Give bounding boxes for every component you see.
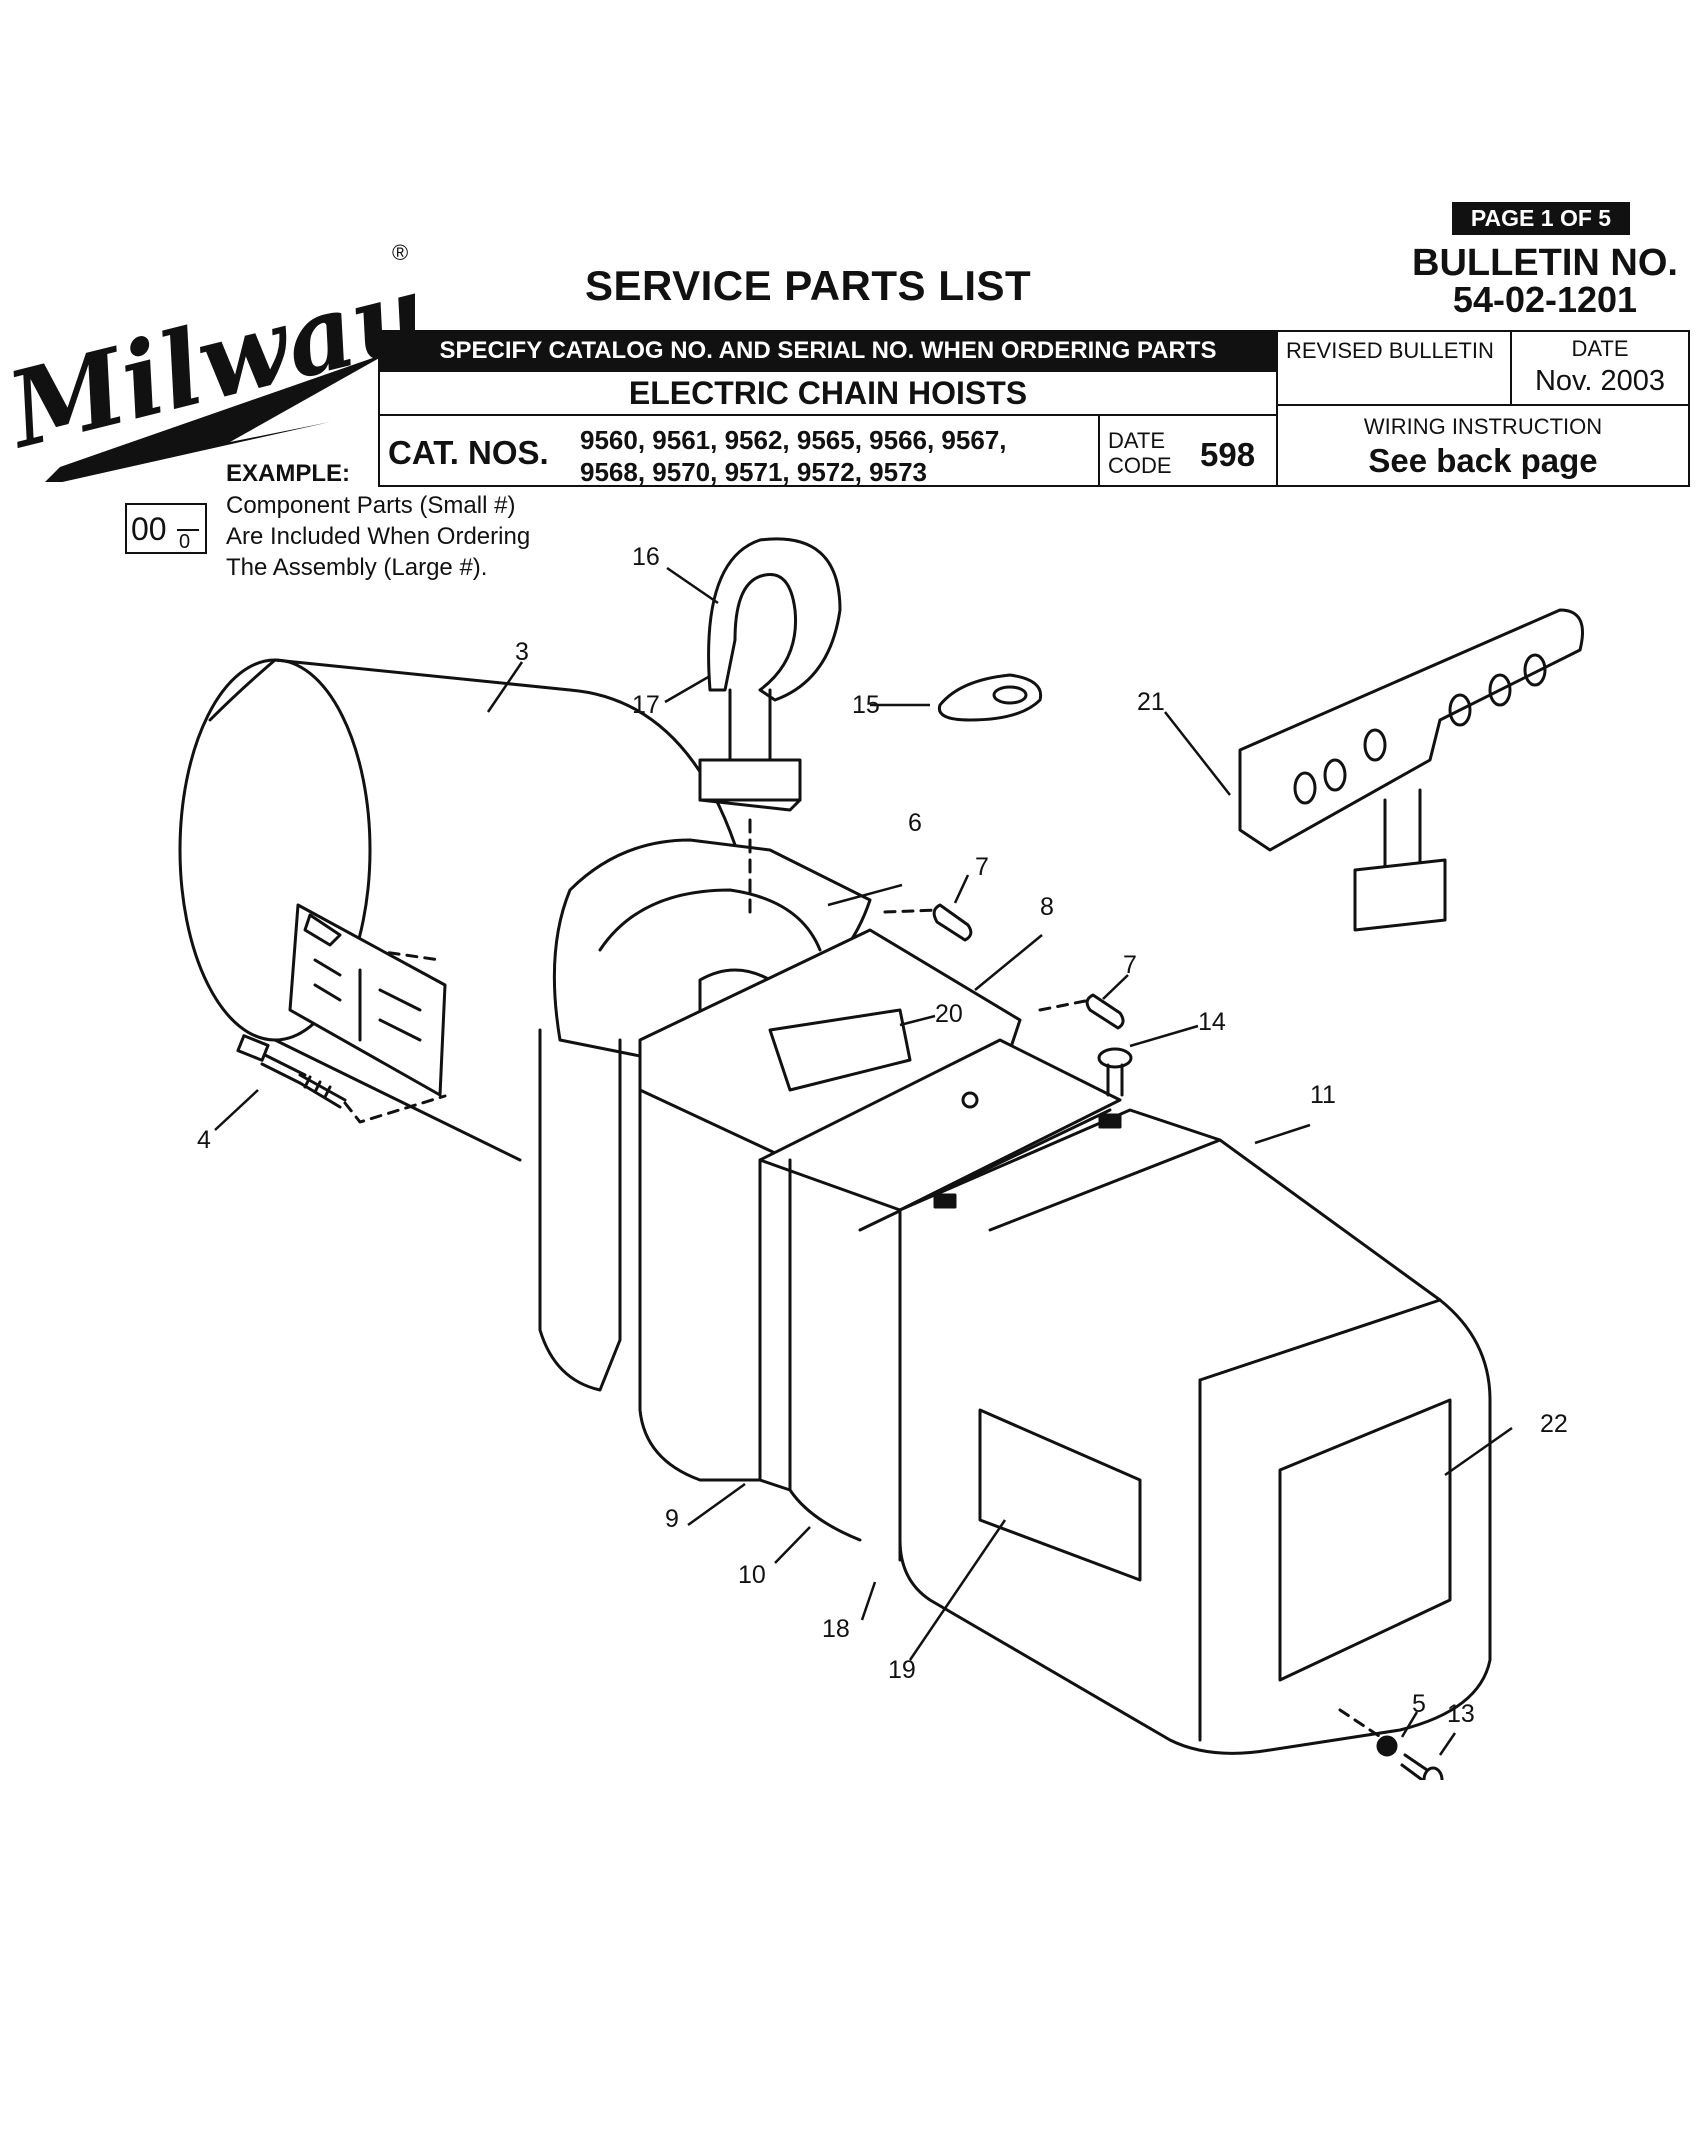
part-label-8: 8 — [1040, 893, 1054, 921]
example-line1: Component Parts (Small #) — [226, 492, 516, 519]
example-line2: Are Included When Ordering — [226, 523, 531, 550]
motor-housing — [178, 658, 742, 1162]
header-table: SPECIFY CATALOG NO. AND SERIAL NO. WHEN … — [378, 330, 1690, 487]
trolley-bar — [1238, 608, 1584, 932]
date-code-label: DATE CODE — [1108, 428, 1172, 478]
example-small-number: 0 — [179, 531, 191, 553]
date-code-label-2: CODE — [1108, 453, 1172, 478]
pins — [883, 903, 1125, 1030]
registered-mark: ® — [392, 240, 408, 265]
date-label: DATE — [1571, 336, 1629, 361]
bolt — [236, 1034, 447, 1124]
example-line3: The Assembly (Large #). — [226, 554, 488, 581]
wiring-cell: WIRING INSTRUCTION See back page — [1276, 404, 1690, 487]
plug — [961, 1091, 979, 1109]
revised-label: REVISED BULLETIN — [1286, 338, 1494, 363]
example-text: Component Parts (Small #) Are Included W… — [226, 490, 530, 583]
date-code-value: 598 — [1200, 436, 1256, 473]
cover-screws — [1338, 1708, 1444, 1780]
milwaukee-logo: Milwaukee ® — [0, 232, 415, 482]
date-cell: DATE Nov. 2003 — [1510, 330, 1690, 406]
part-label-17: 17 — [632, 691, 660, 719]
part-label-18: 18 — [822, 1615, 850, 1643]
example-label: EXAMPLE: — [226, 460, 351, 487]
washer — [937, 673, 1043, 722]
wiring-label: WIRING INSTRUCTION — [1363, 414, 1603, 439]
part-label-7b: 7 — [1123, 951, 1137, 979]
date-value: Nov. 2003 — [1534, 365, 1666, 397]
part-label-5: 5 — [1412, 1690, 1426, 1718]
page-badge: PAGE 1 OF 5 — [1452, 202, 1630, 235]
example-divider — [177, 529, 199, 531]
bulletin-number: 54-02-1201 — [1452, 279, 1638, 320]
part-label-14: 14 — [1198, 1008, 1226, 1036]
specify-note: SPECIFY CATALOG NO. AND SERIAL NO. WHEN … — [378, 330, 1278, 372]
product-name: ELECTRIC CHAIN HOISTS — [378, 370, 1278, 416]
part-label-9: 9 — [665, 1505, 679, 1533]
hook-assembly — [698, 537, 842, 922]
bulletin-label: BULLETIN NO. — [1412, 242, 1678, 284]
cat-nums-line1: 9560, 9561, 9562, 9565, 9566, 9567, — [580, 425, 1007, 455]
cat-label: CAT. NOS. — [388, 434, 549, 471]
part-label-6: 6 — [908, 809, 922, 837]
example-big-number: 00 — [131, 511, 167, 547]
example-box: 00 0 — [125, 503, 207, 554]
part-label-21: 21 — [1137, 688, 1165, 716]
catalog-numbers: 9560, 9561, 9562, 9565, 9566, 9567, 9568… — [580, 424, 1007, 488]
catalog-row: CAT. NOS. 9560, 9561, 9562, 9565, 9566, … — [378, 414, 1278, 487]
date-code-label-1: DATE — [1108, 428, 1166, 453]
screw-14 — [1097, 1047, 1133, 1097]
exploded-parts-diagram: 3 4 5 6 7 7 8 9 10 11 13 14 15 16 17 18 … — [178, 537, 1584, 1780]
part-label-19: 19 — [888, 1656, 916, 1684]
part-label-16: 16 — [632, 543, 660, 571]
part-label-11: 11 — [1310, 1081, 1336, 1109]
part-label-10: 10 — [738, 1561, 766, 1589]
page-title: SERVICE PARTS LIST — [585, 262, 1032, 309]
part-label-13: 13 — [1447, 1700, 1475, 1728]
date-code-cell: DATE CODE 598 — [1098, 414, 1278, 487]
part-label-4: 4 — [197, 1126, 211, 1154]
part-label-22: 22 — [1540, 1410, 1568, 1438]
part-label-3: 3 — [515, 638, 529, 666]
part-label-15: 15 — [852, 691, 880, 719]
part-label-7a: 7 — [975, 853, 989, 881]
wiring-value: See back page — [1368, 442, 1598, 479]
end-cover — [898, 1108, 1492, 1755]
revised-bulletin-cell: REVISED BULLETIN — [1276, 330, 1512, 406]
cat-nums-line2: 9568, 9570, 9571, 9572, 9573 — [580, 457, 927, 487]
part-label-20: 20 — [935, 1000, 963, 1028]
